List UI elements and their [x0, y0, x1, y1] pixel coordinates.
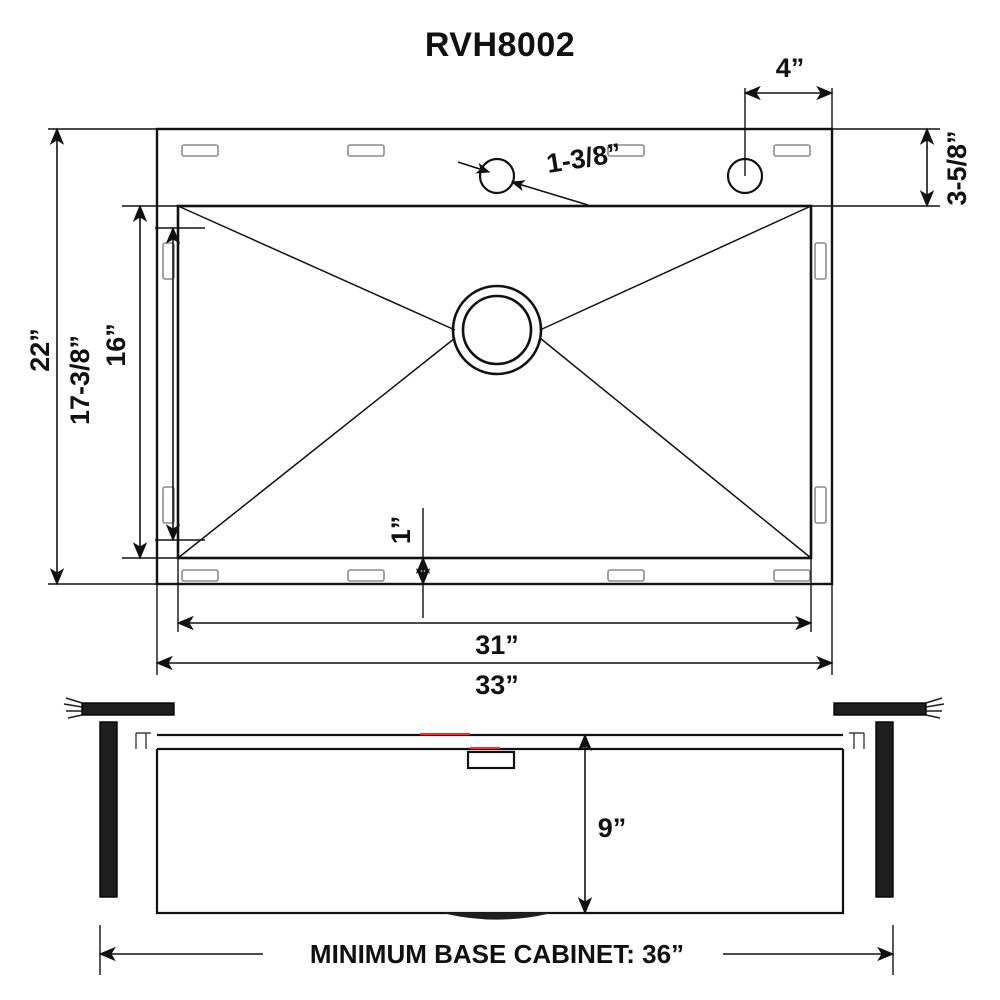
- dimension-16in: 16”: [101, 226, 205, 542]
- dimension-1in: 1”: [386, 508, 431, 618]
- clip-slot-right-1: [814, 242, 827, 280]
- clip-slot-right-2: [814, 486, 827, 524]
- clip-slot-bottom-3: [607, 569, 645, 582]
- sink-outer-rim: [155, 127, 834, 586]
- countertop-left-hatch: [63, 697, 83, 719]
- basin-fold-line-bottom-right: [539, 337, 812, 559]
- countertop-left: [81, 702, 175, 716]
- rim-notch-right: [849, 732, 865, 749]
- hole-callout-leader-left: [457, 161, 491, 174]
- dim-label-9in: 9”: [598, 813, 627, 843]
- page-title: RVH8002: [425, 26, 575, 64]
- clip-slot-top-1: [181, 144, 219, 157]
- dimension-22in: 22”: [25, 127, 157, 586]
- sink-basin-outline: [176, 204, 813, 560]
- front-elevation-group: 9”: [63, 697, 945, 920]
- drain-bump-front: [444, 912, 550, 920]
- dim-label-33in: 33”: [475, 670, 519, 700]
- hole-diameter-callout: 1-3/8”: [457, 138, 623, 206]
- dim-label-4in: 4”: [776, 53, 805, 83]
- hole-diameter-label: 1-3/8”: [544, 138, 623, 179]
- clip-slot-bottom-1: [181, 569, 219, 582]
- dim-label-17-3-8in: 17-3/8”: [65, 335, 95, 425]
- clip-slot-top-3: [607, 144, 645, 157]
- dim-label-31in: 31”: [475, 630, 519, 660]
- rim-notch-left: [135, 732, 151, 749]
- hole-callout-leader-right: [510, 180, 589, 206]
- dimension-31in: 31”: [176, 558, 813, 660]
- dim-label-3-5-8in: 3-5/8”: [942, 130, 972, 205]
- clip-slot-bottom-4: [773, 569, 811, 582]
- dimension-33in: 33”: [155, 584, 834, 700]
- drain-inner-ring: [461, 294, 533, 366]
- basin-fold-line-top-right: [539, 205, 812, 331]
- countertop-right: [833, 702, 927, 716]
- top-view-group: [155, 127, 834, 586]
- clip-slot-top-2: [347, 144, 385, 157]
- cabinet-wall-left: [99, 721, 118, 898]
- faucet-hole-center: [478, 157, 516, 195]
- drain-outer-ring: [451, 284, 543, 376]
- dimension-4in: 4”: [743, 53, 834, 176]
- dim-label-1in: 1”: [386, 516, 416, 545]
- basin-fold-line-bottom-left: [177, 337, 456, 559]
- cabinet-wall-right: [875, 721, 894, 898]
- dimension-17-3-8in: 17-3/8”: [65, 204, 178, 560]
- clip-slot-front: [466, 750, 516, 770]
- basin-fold-line-top-left: [177, 205, 456, 331]
- dim-label-16in: 16”: [101, 323, 131, 367]
- dim-label-22in: 22”: [25, 328, 55, 372]
- clip-slot-bottom-2: [347, 569, 385, 582]
- clip-slot-top-4: [773, 144, 811, 157]
- cabinet-width-dimension: MINIMUM BASE CABINET: 36”: [98, 925, 895, 975]
- cabinet-note-label: MINIMUM BASE CABINET: 36”: [310, 939, 684, 969]
- countertop-right-hatch: [925, 697, 945, 719]
- dimension-3-5-8in: 3-5/8”: [811, 127, 972, 208]
- sink-front-body: [155, 749, 845, 915]
